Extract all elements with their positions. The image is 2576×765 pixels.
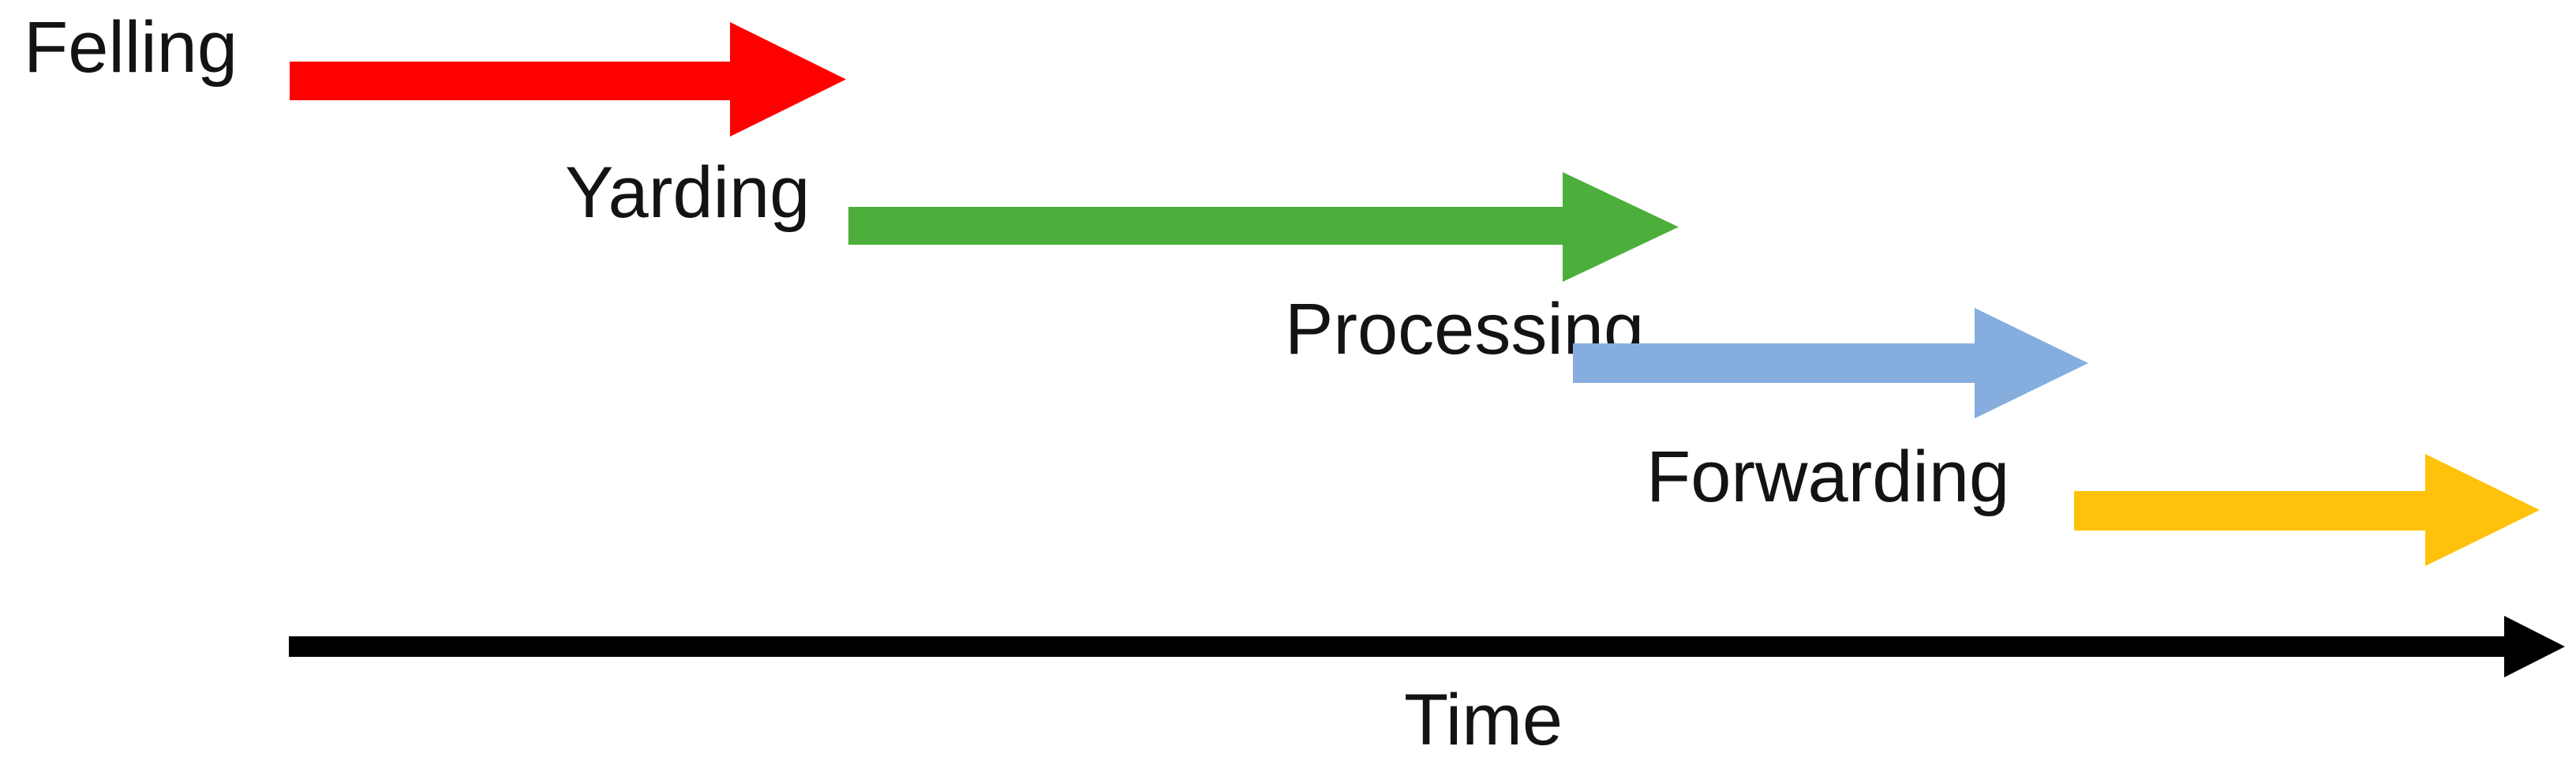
forwarding-arrow-icon xyxy=(2074,454,2540,566)
time-axis-label: Time xyxy=(1404,680,1563,760)
processing-arrow-icon xyxy=(1573,308,2088,418)
yarding-arrow-icon xyxy=(848,172,1679,282)
stage-label-forwarding: Forwarding xyxy=(1646,437,2010,517)
stage-label-felling: Felling xyxy=(24,7,238,88)
felling-arrow-icon xyxy=(290,22,846,137)
stage-label-yarding: Yarding xyxy=(565,152,811,233)
time-axis-arrow-icon xyxy=(289,616,2565,677)
